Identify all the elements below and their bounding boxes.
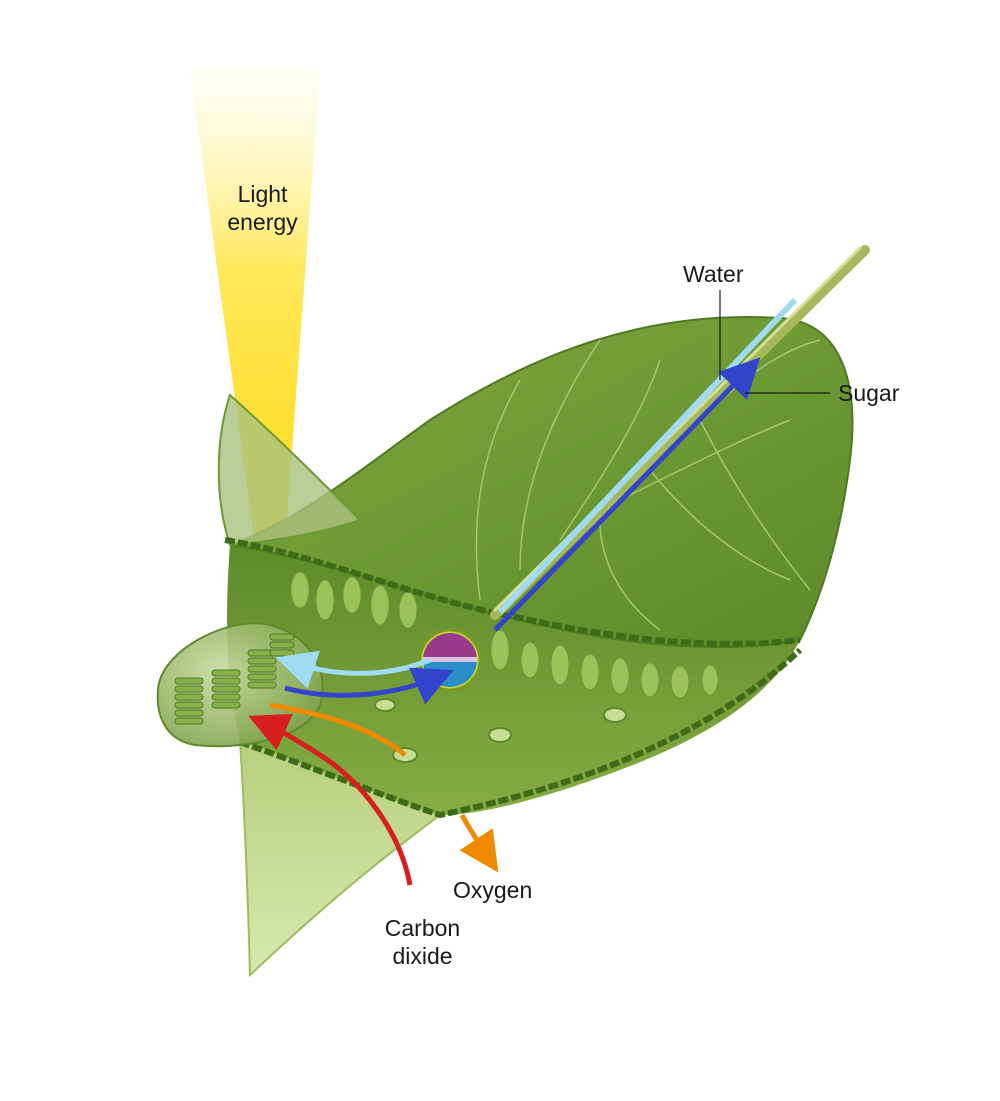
co2-arrow [248,713,413,886]
label-sugar: Sugar [838,380,900,406]
leaf-curl [217,393,362,547]
label-light-energy-line1: Light [237,181,288,207]
mesophyll-cells [290,571,719,699]
thylakoid-stacks [174,633,295,725]
oxygen-arrow-out [459,813,499,873]
label-water: Water [683,261,744,287]
water-channel [497,297,798,615]
label-carbon-dioxide: Carbon dixide [370,914,475,970]
label-oxygen: Oxygen [453,877,533,903]
oxygen-arrow-inner [269,702,407,757]
sugar-to-bundle-arrow [284,667,454,705]
leaf-upper-edge [224,537,801,647]
chloroplast [156,622,324,748]
leaf-veins [475,339,821,631]
label-carbon-dioxide-line2: dixide [392,943,453,969]
sugar-channel-arrow [493,357,761,632]
leaf-lower-edge [239,647,803,819]
leaf-interior [227,545,800,815]
water-to-chloroplast-arrow [275,650,431,689]
label-light-energy: Light energy [215,180,310,236]
label-light-energy-line2: energy [227,209,298,235]
label-carbon-dioxide-line1: Carbon [384,915,461,941]
